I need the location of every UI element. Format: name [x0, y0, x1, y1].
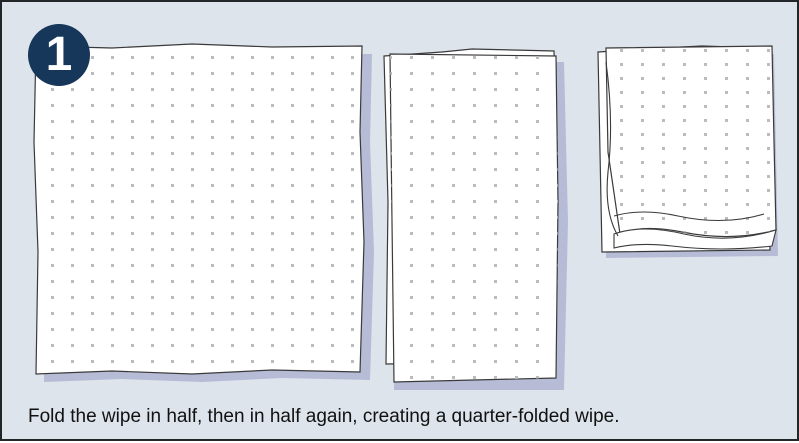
quarter-folded-wipe [598, 46, 778, 258]
unfolded-wipe-dots [34, 44, 364, 374]
step-number-badge: 1 [28, 24, 90, 86]
quarter-folded-wipe-dots [606, 46, 776, 237]
instruction-caption: Fold the wipe in half, then in half agai… [28, 406, 619, 428]
unfolded-wipe [34, 44, 374, 382]
half-folded-wipe-dots [390, 54, 558, 382]
half-folded-wipe [384, 49, 568, 390]
